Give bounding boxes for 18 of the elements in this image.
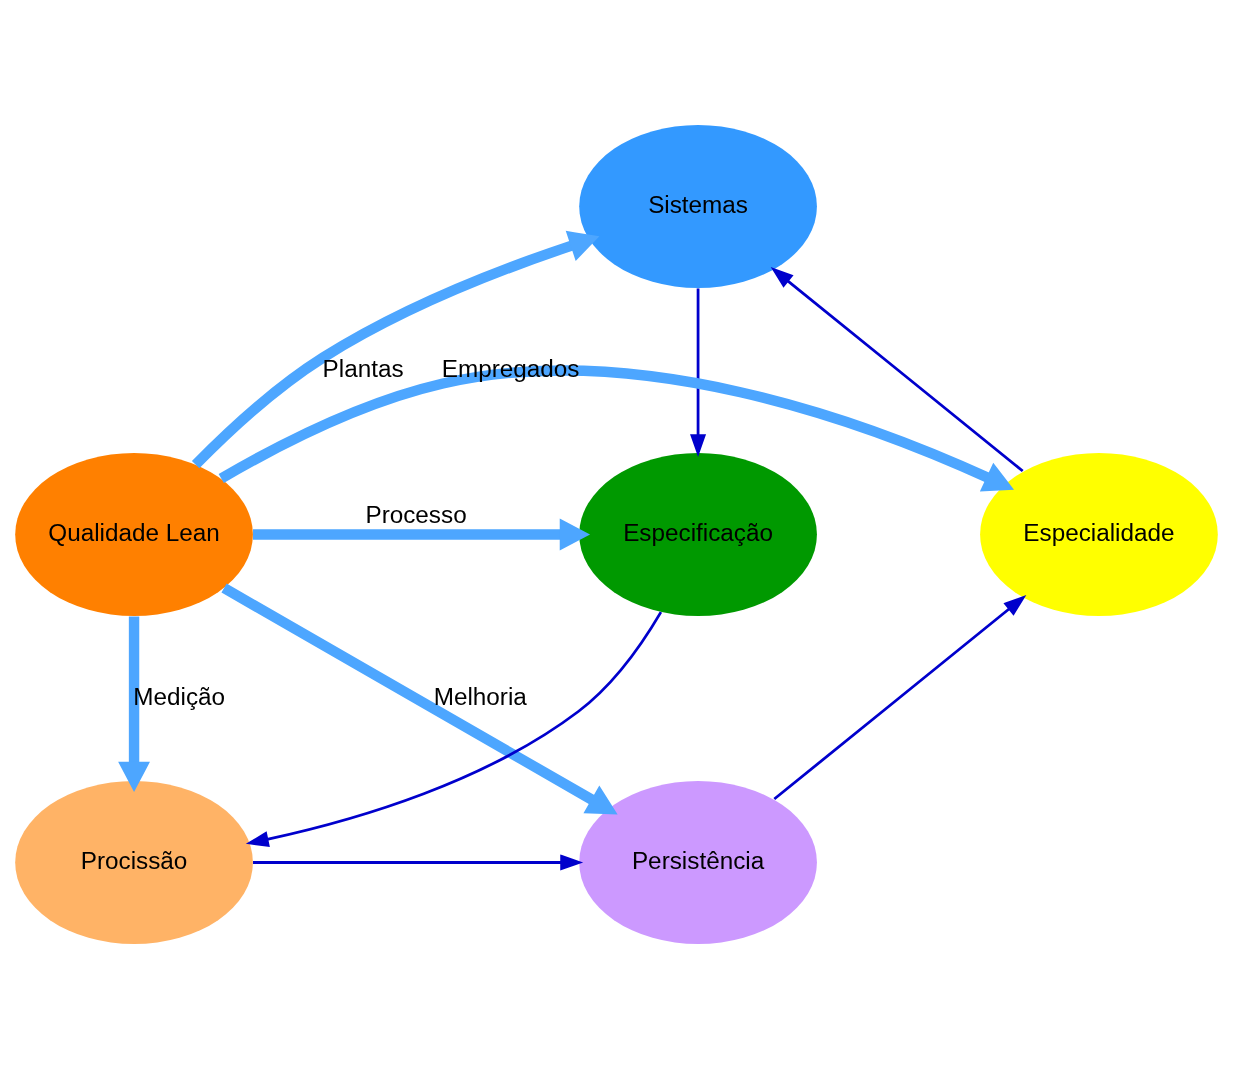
node-ellipse: Qualidade Lean — [15, 452, 253, 617]
arrow — [221, 583, 618, 815]
arrow — [218, 365, 1015, 492]
arrow — [118, 616, 150, 793]
arrow — [253, 854, 584, 871]
arrow — [770, 267, 1024, 473]
arrow — [245, 611, 663, 847]
edge-label: Processo — [365, 500, 467, 528]
node-ellipse: Especificação — [579, 452, 817, 617]
edge-label: Empregados — [441, 354, 580, 382]
arrow — [191, 230, 600, 469]
arrow — [773, 595, 1027, 801]
node-ellipse: Persistência — [579, 780, 817, 945]
node-ellipse: Procissão — [15, 780, 253, 945]
arrow — [253, 518, 590, 551]
edge-label: Plantas — [322, 354, 404, 382]
edge-label: Melhoria — [433, 682, 527, 710]
arrow — [690, 288, 707, 458]
